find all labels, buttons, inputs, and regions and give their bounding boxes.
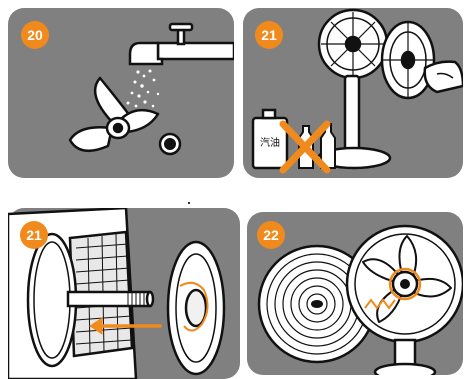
rear-grill-icon: [168, 242, 224, 374]
step-number-text: 22: [263, 227, 279, 243]
step-number-badge: 22: [257, 221, 285, 249]
step-panel-21-mount: 21: [8, 208, 240, 379]
rinse-blade-illustration: 20: [8, 8, 234, 178]
step-number-text: 21: [26, 227, 42, 243]
cleaning-cloth-icon: [425, 62, 463, 92]
solvent-label: 汽油: [260, 136, 280, 149]
step-number-badge: 21: [20, 221, 48, 249]
step-number-text: 21: [261, 27, 277, 43]
step-panel-22: 22: [247, 212, 463, 375]
print-speck: [188, 202, 190, 204]
step-number-badge: 21: [255, 21, 283, 49]
step-number-text: 20: [27, 27, 43, 43]
spinner-cap-icon: [160, 134, 180, 154]
attach-front-grill-illustration: 22: [247, 212, 463, 375]
mount-rear-grill-illustration: 21: [8, 208, 240, 379]
step-panel-20: 20: [8, 8, 234, 178]
step-number-badge: 20: [21, 21, 49, 49]
wipe-grill-illustration: 汽油 21: [243, 8, 463, 178]
step-panel-21-clean: 汽油 21: [243, 8, 463, 178]
